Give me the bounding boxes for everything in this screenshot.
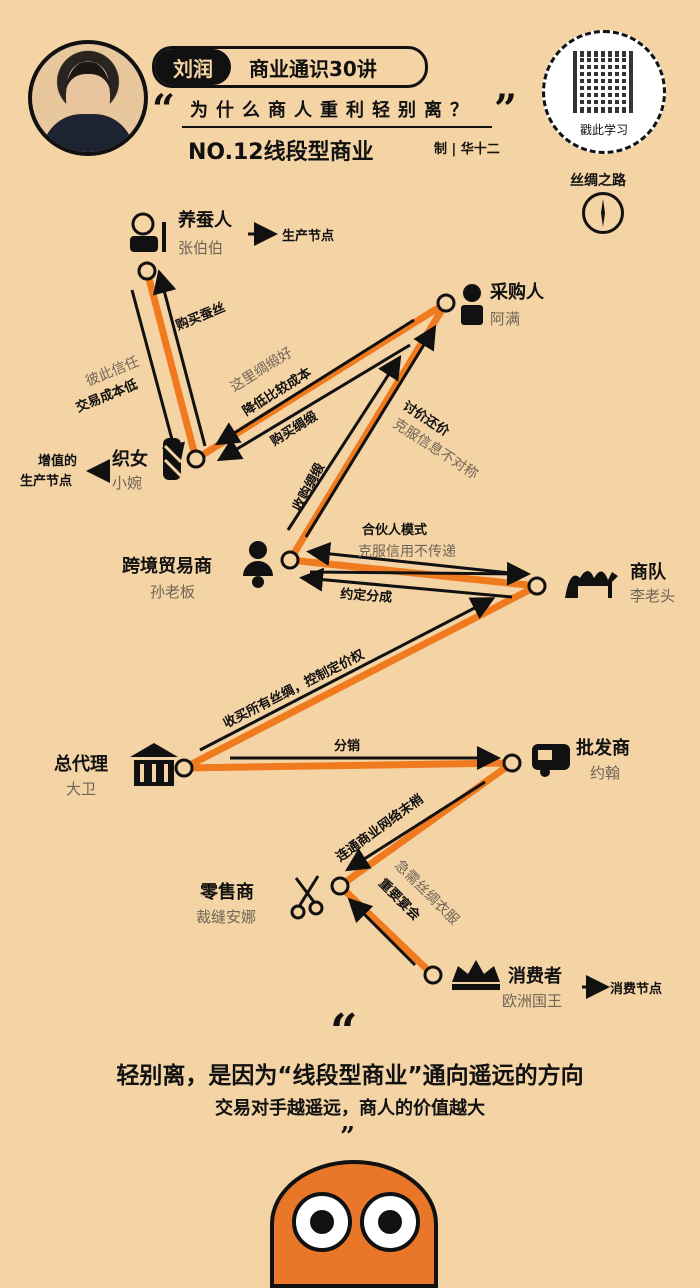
scissors-icon bbox=[290, 875, 324, 920]
node-role: 商队 bbox=[630, 561, 667, 583]
silk-road-label: 丝绸之路 bbox=[570, 173, 626, 189]
node-note: 生产节点 bbox=[282, 228, 334, 244]
node-role: 养蚕人 bbox=[177, 209, 233, 231]
node-name: 张伯伯 bbox=[178, 239, 223, 257]
edge-note: 克服信用不传递 bbox=[358, 544, 456, 560]
qr-label: 戳此学习 bbox=[579, 123, 628, 137]
node-name: 欧洲国王 bbox=[502, 992, 562, 1010]
node-note-line2: 生产节点 bbox=[20, 473, 72, 489]
node-name: 大卫 bbox=[66, 780, 96, 798]
compass-icon bbox=[582, 192, 624, 234]
node-role: 跨境贸易商 bbox=[122, 555, 212, 577]
node-name: 阿满 bbox=[490, 310, 520, 328]
qr-code[interactable]: 戳此学习 bbox=[542, 30, 666, 154]
edge-label: 分销 bbox=[334, 738, 360, 754]
footer-subline: 交易对手越遥远，商人的价值越大 bbox=[215, 1098, 485, 1119]
footer-open-quote-icon: “ bbox=[330, 1004, 358, 1060]
node-name: 小婉 bbox=[112, 474, 142, 492]
open-quote-icon: “ bbox=[152, 86, 176, 133]
credit: 制 | 华十二 bbox=[434, 142, 500, 157]
node-markers bbox=[137, 261, 547, 985]
camel-icon bbox=[565, 571, 618, 598]
series-banner: 刘润 商业通识30讲 bbox=[152, 46, 428, 88]
farmer-icon bbox=[130, 212, 166, 252]
crown-icon bbox=[452, 960, 500, 990]
node-role: 批发商 bbox=[576, 737, 630, 759]
owl-mascot-icon bbox=[270, 1160, 438, 1288]
node-role: 零售商 bbox=[199, 881, 254, 903]
edge-label: 约定分成 bbox=[340, 586, 393, 606]
node-note: 消费节点 bbox=[610, 981, 662, 997]
edge-label: 购买蚕丝 bbox=[174, 299, 228, 333]
node-name: 约翰 bbox=[590, 764, 620, 782]
qr-code-icon bbox=[573, 51, 635, 113]
question-title: 为什么商人重利轻别离？ bbox=[190, 100, 476, 121]
flow-arrows bbox=[130, 269, 531, 967]
supply-path bbox=[143, 270, 541, 978]
close-quote-icon: ” bbox=[494, 86, 518, 133]
node-role: 采购人 bbox=[489, 281, 545, 303]
edge-label: 收买所有丝绸，控制定价权 bbox=[221, 646, 368, 732]
node-role: 消费者 bbox=[508, 965, 562, 987]
node-role: 总代理 bbox=[54, 753, 108, 775]
edge-label: 合伙人模式 bbox=[362, 522, 427, 538]
caravan-icon bbox=[532, 744, 570, 777]
weaving-icon bbox=[163, 438, 183, 480]
node-name: 孙老板 bbox=[150, 583, 195, 601]
footer-headline: 轻别离，是因为“线段型商业”通向遥远的方向 bbox=[116, 1063, 584, 1089]
lesson-title: NO.12线段型商业 bbox=[188, 140, 374, 165]
author-name: 刘润 bbox=[155, 49, 231, 85]
node-name: 李老头 bbox=[630, 587, 675, 605]
trader-icon bbox=[243, 541, 273, 588]
series-title: 商业通识30讲 bbox=[249, 56, 377, 81]
node-note-line1: 增值的 bbox=[38, 453, 77, 469]
divider bbox=[182, 126, 492, 128]
supply-chain-diagram: 养蚕人 张伯伯 生产节点 织女 小婉 增值的 生产节点 采购人 阿满 跨境贸易商… bbox=[20, 209, 675, 1010]
node-name: 裁缝安娜 bbox=[196, 908, 256, 926]
footer-close-quote-icon: ” bbox=[340, 1122, 355, 1152]
bank-icon bbox=[130, 743, 178, 786]
buyer-icon bbox=[461, 284, 483, 325]
node-role: 织女 bbox=[112, 448, 148, 470]
author-avatar bbox=[28, 40, 148, 156]
